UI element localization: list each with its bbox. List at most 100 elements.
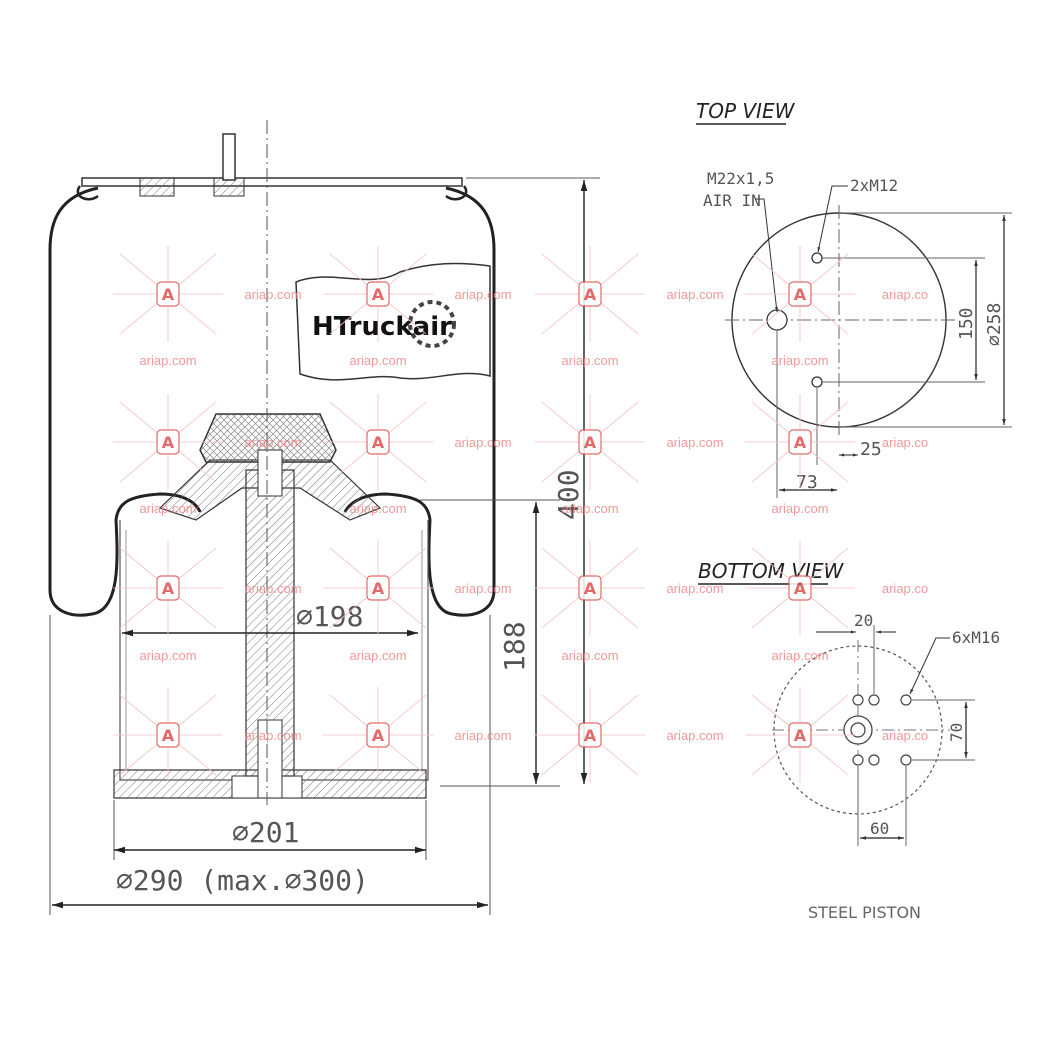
svg-text:A: A (372, 579, 385, 598)
watermark-text: ariap.com (771, 353, 828, 368)
watermark-badge: A (535, 540, 645, 636)
bottom-view-title: BOTTOM VIEW (698, 559, 844, 583)
dim-198-label: ⌀198 (296, 600, 363, 633)
air-thread-label: M22x1,5 (707, 169, 774, 188)
dim-150-label: 150 (956, 307, 977, 340)
watermark-text: ariap.com (561, 648, 618, 663)
top-view-title: TOP VIEW (696, 99, 796, 123)
dim-60-label: 60 (870, 819, 889, 838)
dim-290-label: ⌀290 (max.⌀300) (116, 864, 369, 897)
bolt-hole-upper (811, 252, 823, 264)
svg-text:A: A (162, 285, 175, 304)
watermark-text: ariap.com (666, 435, 723, 450)
m16-hole-1 (852, 694, 864, 706)
dim-258-label: ⌀258 (984, 303, 1005, 346)
m16-hole-3 (900, 694, 912, 706)
dim-25-label: 25 (860, 439, 882, 460)
svg-text:A: A (584, 726, 597, 745)
watermark-text: ariap.com (349, 648, 406, 663)
svg-text:A: A (794, 433, 807, 452)
svg-text:A: A (584, 433, 597, 452)
watermark-badge: A (745, 246, 855, 342)
svg-text:A: A (372, 726, 385, 745)
m16-hole-5 (868, 754, 880, 766)
air-in-label: AIR IN (703, 191, 761, 210)
watermark-text: ariap.co (882, 435, 928, 450)
watermark-text: ariap.com (244, 728, 301, 743)
svg-text:A: A (584, 579, 597, 598)
watermark-text: ariap.com (666, 287, 723, 302)
watermark-text: ariap.com (454, 435, 511, 450)
gear-icon (408, 300, 456, 348)
watermark-badge: A (535, 246, 645, 342)
m16-hole-2 (868, 694, 880, 706)
dim-70-label: 70 (947, 723, 966, 742)
watermark-text: ariap.com (666, 581, 723, 596)
watermark-badge: A (323, 394, 433, 490)
bolt-hole-lower (811, 376, 823, 388)
m16-hole-4 (852, 754, 864, 766)
watermark-text: ariap.com (454, 581, 511, 596)
watermark-text: ariap.com (666, 728, 723, 743)
watermark-text: ariap.com (244, 581, 301, 596)
bottom-view: BOTTOM VIEW 6xM16 20 70 60 STEEL PISTON (698, 559, 1000, 922)
bolts-label: 2xM12 (850, 176, 898, 195)
holes-leader (909, 637, 950, 695)
caption-steel-piston: STEEL PISTON (808, 903, 921, 922)
watermark-badge: A (323, 540, 433, 636)
watermark-badge: A (323, 246, 433, 342)
watermark-text: ariap.co (882, 728, 928, 743)
svg-text:A: A (162, 726, 175, 745)
watermark-text: ariap.com (244, 435, 301, 450)
watermark-text: ariap.com (771, 501, 828, 516)
brand-logo: HTruckair (295, 262, 491, 381)
watermark-text: ariap.com (139, 353, 196, 368)
watermark-text: ariap.co (882, 287, 928, 302)
watermark-text: ariap.com (244, 287, 301, 302)
svg-text:A: A (372, 433, 385, 452)
watermark-badge: A (323, 687, 433, 783)
rod-lower-bolt (257, 719, 283, 799)
brand-logo-text: HTruckair (312, 312, 452, 342)
svg-text:A: A (794, 579, 807, 598)
center-hole (850, 722, 866, 738)
svg-text:A: A (794, 726, 807, 745)
watermark-badge: A (113, 540, 223, 636)
bump-stop (199, 413, 337, 463)
dim-188-label: 188 (498, 621, 531, 672)
watermark-badge: A (745, 540, 855, 636)
bolts-leader (817, 185, 848, 253)
bead-right (445, 185, 468, 201)
side-section-view: HTruckair ⌀198 ⌀201 ⌀290 (max.⌀300) 188 … (48, 120, 600, 915)
rod-upper-bolt (257, 449, 283, 497)
watermark-text: ariap.com (139, 501, 196, 516)
svg-text:A: A (162, 433, 175, 452)
watermark-badge: A (745, 394, 855, 490)
air-inlet-stud (222, 133, 236, 181)
watermark-text: ariap.com (771, 648, 828, 663)
watermark-badge: A (113, 687, 223, 783)
top-view: TOP VIEW M22x1,5 AIR IN 2xM12 150 ⌀258 2… (696, 99, 1012, 498)
watermark-text: ariap.com (454, 287, 511, 302)
bellows-right (343, 186, 496, 617)
m16-hole-6 (900, 754, 912, 766)
watermark-text: ariap.co (882, 581, 928, 596)
air-in-leader (755, 198, 778, 313)
bead-left (76, 185, 99, 201)
watermark-text: ariap.com (349, 353, 406, 368)
bellows-left (48, 186, 202, 617)
watermark-text: ariap.com (561, 501, 618, 516)
top-plate (81, 177, 463, 187)
svg-text:A: A (584, 285, 597, 304)
svg-text:A: A (372, 285, 385, 304)
watermark-text: ariap.com (454, 728, 511, 743)
svg-text:A: A (794, 285, 807, 304)
watermark-badge: A (113, 246, 223, 342)
watermark-badge: A (535, 687, 645, 783)
watermark-text: ariap.com (561, 353, 618, 368)
dim-20-label: 20 (854, 611, 873, 630)
dim-400-label: 400 (552, 469, 585, 520)
